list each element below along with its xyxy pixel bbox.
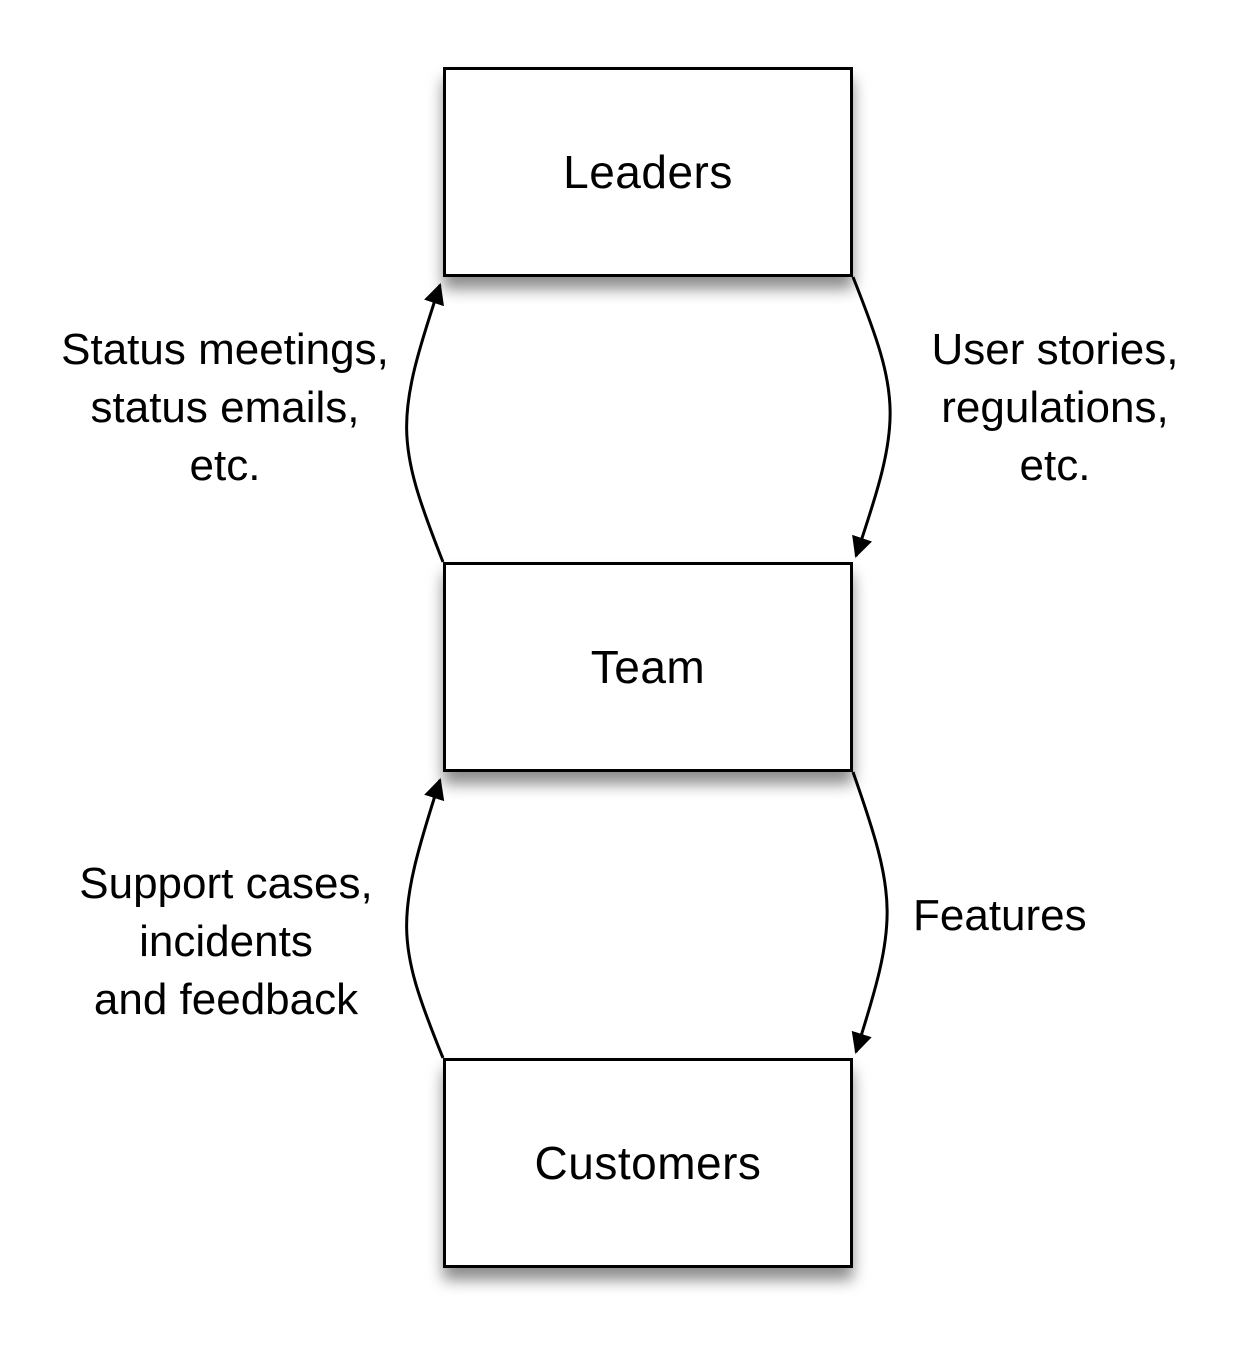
edge-label-features: Features <box>913 887 1087 945</box>
edge-label-line: Status meetings, <box>61 325 389 374</box>
arrow-team-to-customers <box>851 771 889 1055</box>
leaders-label: Leaders <box>563 146 733 198</box>
edge-label-requirements: User stories, regulations, etc. <box>905 321 1205 495</box>
edge-label-line: User stories, <box>931 325 1179 374</box>
leaders-box: Leaders <box>443 67 853 277</box>
edge-label-line: incidents <box>139 917 313 966</box>
customers-box: Customers <box>443 1058 853 1268</box>
edge-label-line: Features <box>913 891 1087 940</box>
edge-label-customer-feedback: Support cases, incidents and feedback <box>40 855 412 1029</box>
edge-label-line: etc. <box>1019 441 1091 490</box>
team-box: Team <box>443 562 853 772</box>
edge-label-status-reports: Status meetings, status emails, etc. <box>30 321 420 495</box>
team-label: Team <box>590 641 706 693</box>
edge-label-line: etc. <box>189 441 261 490</box>
edge-label-line: and feedback <box>93 975 359 1024</box>
edge-label-line: regulations, <box>941 383 1169 432</box>
edge-label-line: Support cases, <box>79 859 373 908</box>
customers-label: Customers <box>534 1137 762 1189</box>
edge-label-line: status emails, <box>90 383 360 432</box>
arrow-leaders-to-team <box>851 276 892 558</box>
arrow-team-to-leaders <box>405 283 445 563</box>
arrow-customers-to-team <box>405 778 445 1059</box>
